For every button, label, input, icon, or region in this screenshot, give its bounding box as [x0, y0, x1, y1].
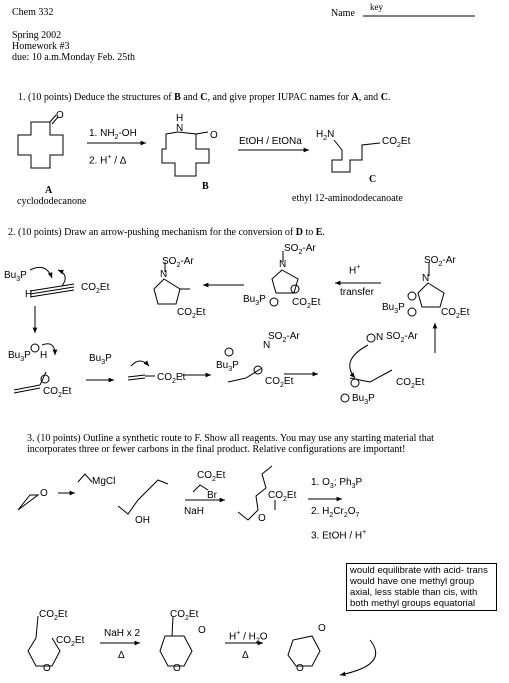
q1-name-a: cyclododecanone: [17, 196, 87, 207]
q1-c-ester: CO2Et: [382, 136, 411, 149]
q2-int4-n: N: [422, 273, 430, 284]
q3-bromo-ester: CO2Et: [197, 470, 226, 483]
q3-diester-top: CO2Et: [39, 609, 68, 622]
q2-int4-ester: CO2Et: [441, 307, 470, 320]
q3-ether-o: O: [258, 513, 266, 524]
q3-product-ring: [287, 635, 321, 667]
q3-oh: OH: [135, 515, 150, 526]
q2-int5-so2ar: SO2-Ar: [284, 243, 316, 256]
q1-reagent-3: EtOH / EtONa: [239, 136, 302, 147]
q2-e-n: N: [160, 269, 168, 280]
q3-product-ring-o: O: [296, 663, 304, 674]
q3-step2: 2. H2Cr2O7: [311, 506, 360, 519]
q1-b-h: H: [176, 113, 184, 124]
q2-ring-e: [153, 278, 181, 305]
q1-b-o: O: [210, 130, 218, 141]
q2-int3-ester: CO2Et: [265, 376, 294, 389]
q1-a-oxygen: O: [56, 110, 64, 121]
q3-ketoester-ring: [159, 635, 193, 667]
q2-hplus: H+: [349, 264, 361, 277]
q2-int6-ester: CO2Et: [396, 377, 425, 390]
q2-prompt: 2. (10 points) Draw an arrow-pushing mec…: [8, 227, 325, 238]
q3-keto-ring-o: O: [173, 663, 181, 674]
q3-keto-o: O: [198, 625, 206, 636]
q3-diester-o: O: [43, 663, 51, 674]
q2-int3-n: N: [263, 340, 271, 351]
q2-int6-bu3p: Bu3P: [352, 393, 375, 406]
q3-ether: [237, 465, 273, 521]
q2-int1-h: H: [40, 350, 48, 361]
q2-int5-n: N: [279, 259, 287, 270]
q2-int1-ester: CO2Et: [43, 386, 72, 399]
q1-ring-a: [17, 121, 64, 169]
q2-d-ester: CO2Et: [81, 282, 110, 295]
q1-b-n: N: [176, 123, 184, 134]
q1-label-c: C: [369, 174, 377, 185]
q3-note-box: would equilibrate with acid- trans would…: [346, 563, 497, 611]
q3-note-arrow: [339, 639, 377, 677]
q1-reagent-2: 2. H+ / Δ: [89, 154, 127, 167]
q3-diester-side: CO2Et: [56, 635, 85, 648]
name-label: Name: [331, 8, 355, 19]
course-label: Chem 332: [12, 7, 54, 18]
q3-epoxide: [17, 494, 40, 511]
q2-int1-bu3p: Bu3P: [8, 350, 31, 363]
q1-label-a: A: [45, 185, 53, 196]
q2-int5-ester: CO2Et: [292, 297, 321, 310]
term-label: Spring 2002: [12, 30, 62, 41]
due-label: due: 10 a.m.Monday Feb. 25th: [12, 52, 136, 63]
q1-chain-c: [331, 139, 381, 173]
q3-diester: [27, 637, 61, 667]
q2-int2-bu3p: Bu3P: [89, 353, 112, 366]
q2-e-so2ar: SO2-Ar: [162, 256, 194, 269]
q2-int6-so2ar: SO2-Ar: [386, 331, 418, 344]
q3-nah: NaH: [184, 506, 205, 517]
q2-e-ester: CO2Et: [177, 307, 206, 320]
q2-d-bu3p: Bu3P: [4, 270, 27, 283]
q2-curved-arrow-1: [29, 266, 53, 279]
q1-name-c: ethyl 12-aminododecanoate: [292, 193, 403, 204]
q2-ring-int4: [417, 282, 445, 308]
q3-step1: 1. O3; Ph3P: [311, 477, 363, 490]
assignment-label: Homework #3: [12, 41, 70, 52]
q3-nah-x2: NaH x 2: [104, 628, 141, 639]
q3-delta-2: Δ: [242, 650, 249, 661]
q1-label-b: B: [202, 181, 209, 192]
q3-vinyl: [77, 473, 93, 483]
q2-int4-so2ar: SO2-Ar: [424, 255, 456, 268]
q3-product-o: O: [318, 623, 326, 634]
q2-ring-int5: [271, 269, 299, 294]
q1-c-amine: H2N: [316, 129, 335, 142]
q2-int5-bu3p: Bu3P: [243, 294, 266, 307]
q2-int3-bu3p: Bu3P: [216, 360, 239, 373]
q3-ether-ester: CO2Et: [268, 490, 297, 503]
q2-transfer: transfer: [340, 287, 374, 298]
q3-epoxide-o: O: [40, 488, 48, 499]
q3-grignard: MgCl: [92, 476, 116, 487]
q3-alkenol: [117, 479, 169, 515]
q3-prompt-line1: 3. (10 points) Outline a synthetic route…: [27, 433, 434, 444]
q3-keto-ester: CO2Et: [170, 609, 199, 622]
q2-d-h: H: [25, 289, 33, 300]
q1-prompt: 1. (10 points) Deduce the structures of …: [18, 92, 391, 103]
q1-ring-b: [161, 131, 210, 177]
name-value: key: [370, 2, 383, 12]
q3-step3: 3. EtOH / H+: [311, 529, 367, 542]
q3-br: Br: [207, 490, 217, 501]
q2-int3-so2ar: SO2-Ar: [268, 331, 300, 344]
q3-delta-1: Δ: [118, 650, 125, 661]
q2-int6-n: N: [376, 332, 384, 343]
q2-int2-ester: CO2Et: [157, 372, 186, 385]
q1-reagent-1: 1. NH2-OH: [89, 128, 137, 141]
q3-prompt-line2: incorporates three or fewer carbons in t…: [27, 444, 406, 455]
q2-int4-bu3p: Bu3P: [382, 302, 405, 315]
